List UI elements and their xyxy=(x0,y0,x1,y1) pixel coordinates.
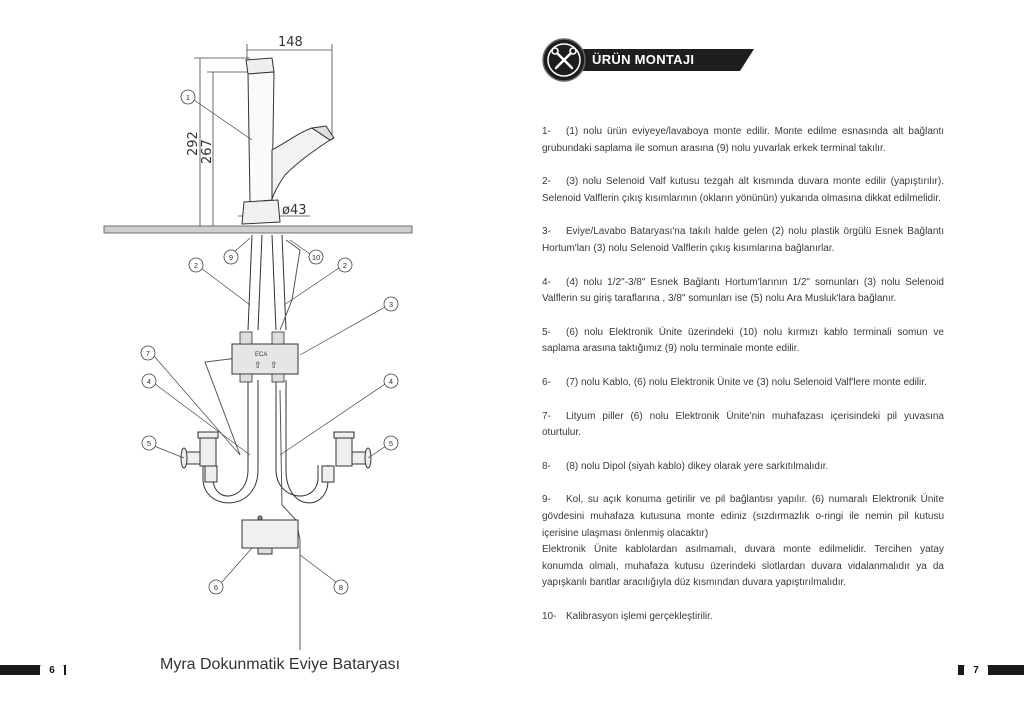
step-2: 2-(3) nolu Selenoid Valf kutusu tezgah a… xyxy=(542,174,944,207)
left-page: 148 292 267 ø43 xyxy=(0,35,413,677)
callout-circle xyxy=(308,249,324,265)
step-8: 8- (8) nolu Dipol (siyah kablo) dikey ola… xyxy=(542,459,944,476)
step-number: 6- xyxy=(542,376,551,388)
step-7: 7-Lityum piller (6) nolu Elektronik Ünit… xyxy=(542,409,944,442)
installation-diagram: 148 292 267 ø43 xyxy=(103,35,413,650)
footer-bar-right xyxy=(958,665,1024,675)
dim-height-spout: 267 xyxy=(200,139,215,164)
arrow-up-icon: ⇧ xyxy=(270,360,278,370)
step-note: Elektronik Ünite kablolardan asılmamalı,… xyxy=(542,544,944,589)
page-number-left: 6 xyxy=(40,664,64,677)
step-1: 1-(1) nolu ürün eviyeye/lavaboya monte e… xyxy=(542,124,944,157)
step-text: Lityum piller (6) nolu Elektronik Ünite'… xyxy=(542,410,944,439)
step-text: (1) nolu ürün eviyeye/lavaboya monte edi… xyxy=(542,126,944,154)
callout-number: 5 xyxy=(147,439,151,448)
callout-circle xyxy=(383,373,399,389)
callout-number: 7 xyxy=(146,349,150,358)
assembly-steps: 1-(1) nolu ürün eviyeye/lavaboya monte e… xyxy=(542,124,944,642)
faucet xyxy=(241,57,335,225)
step-text: Eviye/Lavabo Bataryası'na takılı halde g… xyxy=(542,226,944,254)
dim-diameter: ø43 xyxy=(282,203,307,218)
callout-circle xyxy=(383,435,399,451)
callout-circles xyxy=(140,89,399,595)
step-3: 3-Eviye/Lavabo Bataryası'na takılı halde… xyxy=(542,224,944,257)
step-text: Kalibrasyon işlemi gerçekleştirilir. xyxy=(566,610,713,622)
callout-circle xyxy=(208,579,224,595)
callout-number: 2 xyxy=(194,261,198,270)
section-header: ÜRÜN MONTAJI xyxy=(542,38,754,84)
callout-circle xyxy=(141,373,157,389)
step-text: Kol, su açık konuma getirilir ve pil bağ… xyxy=(542,494,944,539)
intermediate-valve-left xyxy=(180,431,219,483)
step-number: 9- xyxy=(542,494,551,506)
arrow-up-icon: ⇧ xyxy=(254,360,262,370)
callout-leaders xyxy=(153,99,387,583)
step-10: 10- Kalibrasyon işlemi gerçekleştirilir. xyxy=(542,609,944,626)
callout-circle xyxy=(383,296,399,312)
step-text: (7) nolu Kablo, (6) nolu Elektronik Ünit… xyxy=(566,376,927,388)
step-number: 8- xyxy=(542,460,551,472)
callout-numbers: 1 9 10 2 2 3 7 4 4 5 5 6 8 xyxy=(146,93,393,592)
callout-number: 6 xyxy=(214,583,218,592)
countertop xyxy=(103,225,413,234)
electronic-unit xyxy=(241,515,299,555)
callout-circle xyxy=(333,579,349,595)
step-9: 9-Kol, su açık konuma getirilir ve pil b… xyxy=(542,492,944,592)
callout-number: 4 xyxy=(389,377,393,386)
callout-number: 2 xyxy=(343,261,347,270)
step-number: 2- xyxy=(542,176,551,188)
page-number-right: 7 xyxy=(964,664,988,677)
callout-circle xyxy=(337,257,353,273)
step-number: 3- xyxy=(542,226,551,238)
step-text: (4) nolu 1/2"-3/8" Esnek Bağlantı Hortum… xyxy=(542,276,944,305)
step-5: 5-(6) nolu Elektronik Ünite üzerindeki (… xyxy=(542,325,944,358)
step-number: 4- xyxy=(542,276,551,288)
step-number: 1- xyxy=(542,126,551,137)
callout-number: 5 xyxy=(389,439,393,448)
footer-title: Myra Dokunmatik Eviye Bataryası xyxy=(160,656,401,673)
intermediate-valve-right xyxy=(321,431,372,483)
header-banner xyxy=(542,38,754,82)
tools-icon xyxy=(551,47,577,70)
step-number: 10- xyxy=(542,610,557,622)
dim-width: 148 xyxy=(278,35,303,50)
callout-circle xyxy=(223,249,239,265)
dim-height-total: 292 xyxy=(186,131,201,156)
step-text: (3) nolu Selenoid Valf kutusu tezgah alt… xyxy=(542,176,944,204)
callout-circle xyxy=(140,345,156,361)
callout-number: 4 xyxy=(147,377,151,386)
step-text: (6) nolu Elektronik Ünite üzerindeki (10… xyxy=(542,326,944,355)
section-title: ÜRÜN MONTAJI xyxy=(592,52,695,67)
step-6: 6- (7) nolu Kablo, (6) nolu Elektronik Ün… xyxy=(542,375,944,392)
callout-number: 3 xyxy=(389,300,393,309)
callout-number: 1 xyxy=(186,93,190,102)
callout-number: 10 xyxy=(312,253,320,262)
brand-label: ECA xyxy=(255,352,267,358)
step-text: (8) nolu Dipol (siyah kablo) dikey olara… xyxy=(566,460,829,472)
callout-number: 8 xyxy=(339,583,343,592)
step-number: 5- xyxy=(542,326,551,338)
dimension-lines xyxy=(194,44,333,226)
footer-bar-left xyxy=(0,665,66,675)
step-4: 4-(4) nolu 1/2"-3/8" Esnek Bağlantı Hort… xyxy=(542,275,944,308)
callout-number: 9 xyxy=(229,253,233,262)
solenoid-valve-box: ECA ⇧ ⇧ xyxy=(231,331,299,383)
callout-circle xyxy=(141,435,157,451)
step-number: 7- xyxy=(542,410,551,422)
callout-circle xyxy=(188,257,204,273)
callout-circle xyxy=(180,89,196,105)
